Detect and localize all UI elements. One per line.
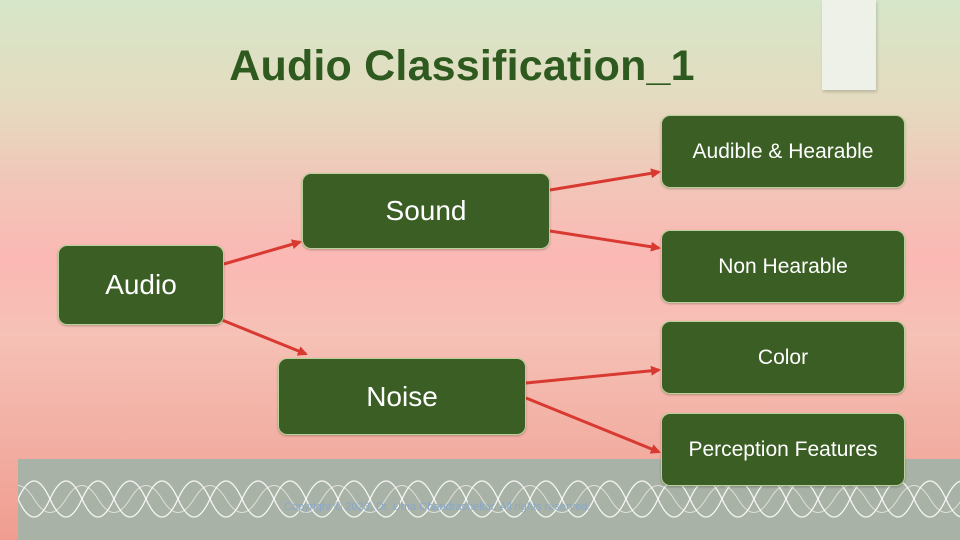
corner-tab <box>822 0 876 90</box>
node-audible-hearable: Audible & Hearable <box>661 115 905 188</box>
arrow-noise-to-color <box>525 365 661 385</box>
node-non-hearable: Non Hearable <box>661 230 905 303</box>
sine-wave-b <box>18 480 960 518</box>
node-audio: Audio <box>58 245 224 325</box>
node-sound: Sound <box>302 173 550 249</box>
arrow-sound-to-nonhearable <box>549 229 661 252</box>
arrow-audio-to-sound <box>223 239 302 266</box>
arrow-audio-to-noise <box>221 318 308 356</box>
page-title: Audio Classification_1 <box>229 42 695 90</box>
arrow-sound-to-audible <box>549 168 661 192</box>
copyright-notice: Copyright © 2023, Dr. Uma Chandrashekar.… <box>284 501 591 513</box>
sine-wave-graphic <box>18 480 960 518</box>
node-perception-features: Perception Features <box>661 413 905 486</box>
arrow-noise-to-perception <box>525 396 661 454</box>
node-noise: Noise <box>278 358 526 435</box>
node-color: Color <box>661 321 905 394</box>
sine-wave-c <box>18 485 960 513</box>
